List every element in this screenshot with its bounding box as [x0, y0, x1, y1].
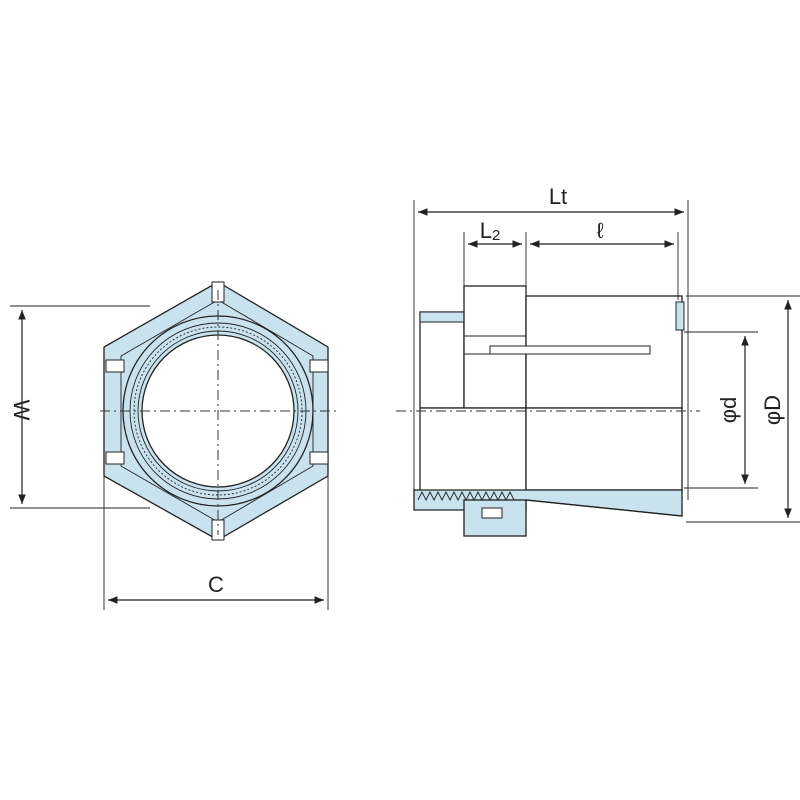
w-label: W [9, 400, 34, 421]
stub-upper [419, 311, 465, 409]
D-label: φD [760, 395, 785, 425]
d-label: φd [716, 397, 741, 424]
stub-top-lip [419, 311, 465, 323]
barrel-slot [489, 345, 651, 355]
lt-label: Lt [549, 184, 567, 209]
side-view: Lt L2 ℓ φd φD [396, 184, 800, 537]
l-label: ℓ [596, 218, 604, 243]
l2-label-main: L [480, 218, 492, 243]
l2-label: L2 [480, 218, 501, 244]
c-label: C [208, 572, 224, 597]
end-view: W C [9, 281, 340, 610]
flange-top [675, 301, 685, 331]
nut-lower-notch [481, 507, 503, 519]
taper-line [525, 499, 683, 517]
l2-label-sub: 2 [492, 227, 500, 244]
barrel-lower [525, 407, 683, 491]
stub-lower [419, 407, 527, 499]
hex-slots [105, 281, 329, 541]
